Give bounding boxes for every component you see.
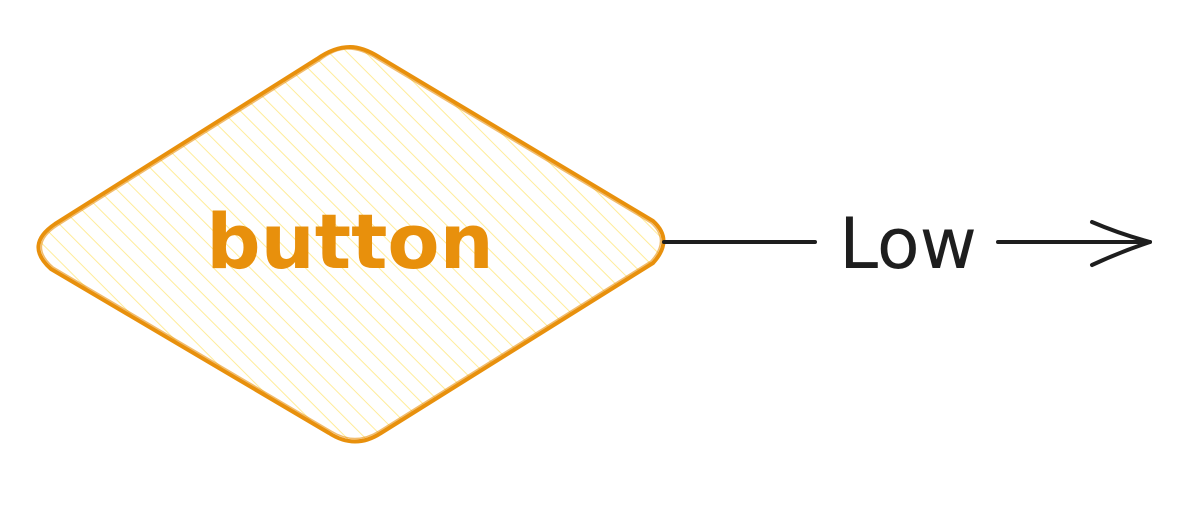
edge-label: Low (839, 203, 977, 285)
decision-node[interactable]: button (36, 45, 666, 444)
decision-node-fill (39, 48, 662, 440)
edge-low[interactable]: Low (662, 203, 1152, 285)
decision-node-border-sketch (40, 48, 662, 440)
edge-arrowhead-icon (1090, 220, 1152, 267)
decision-node-label: button (206, 197, 494, 286)
decision-node-border (36, 45, 666, 444)
